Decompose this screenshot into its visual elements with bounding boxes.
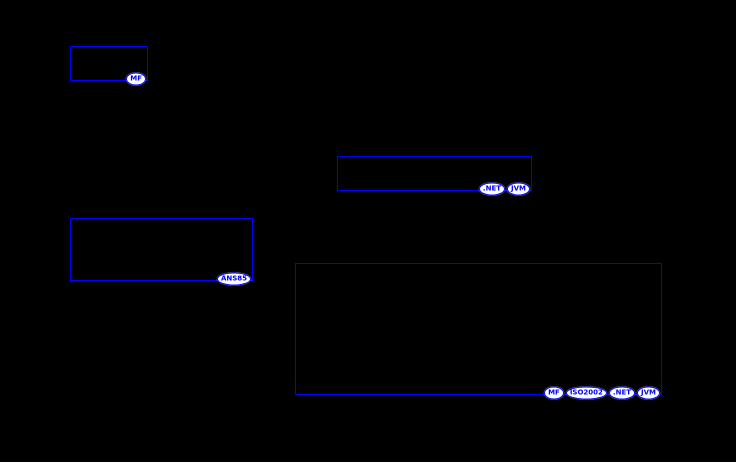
dialect-badge-mf: MF (126, 72, 146, 86)
dialect-badge-mf: MF (544, 386, 564, 400)
dialect-badge-jvm: JVM (507, 182, 530, 196)
dialect-badge-net: .NET (478, 182, 505, 196)
dialect-badge-row: MF (126, 72, 146, 86)
dialect-badge-iso2002: ISO2002 (565, 386, 607, 400)
dialect-badge-jvm: JVM (637, 386, 660, 400)
syntax-box-1: MF (70, 46, 148, 86)
dialect-badge-net: .NET (608, 386, 635, 400)
dialect-badge-ans85: ANS85 (216, 272, 251, 286)
dialect-badge-row: ANS85 (216, 272, 251, 286)
syntax-box-3: ANS85 (70, 218, 253, 286)
